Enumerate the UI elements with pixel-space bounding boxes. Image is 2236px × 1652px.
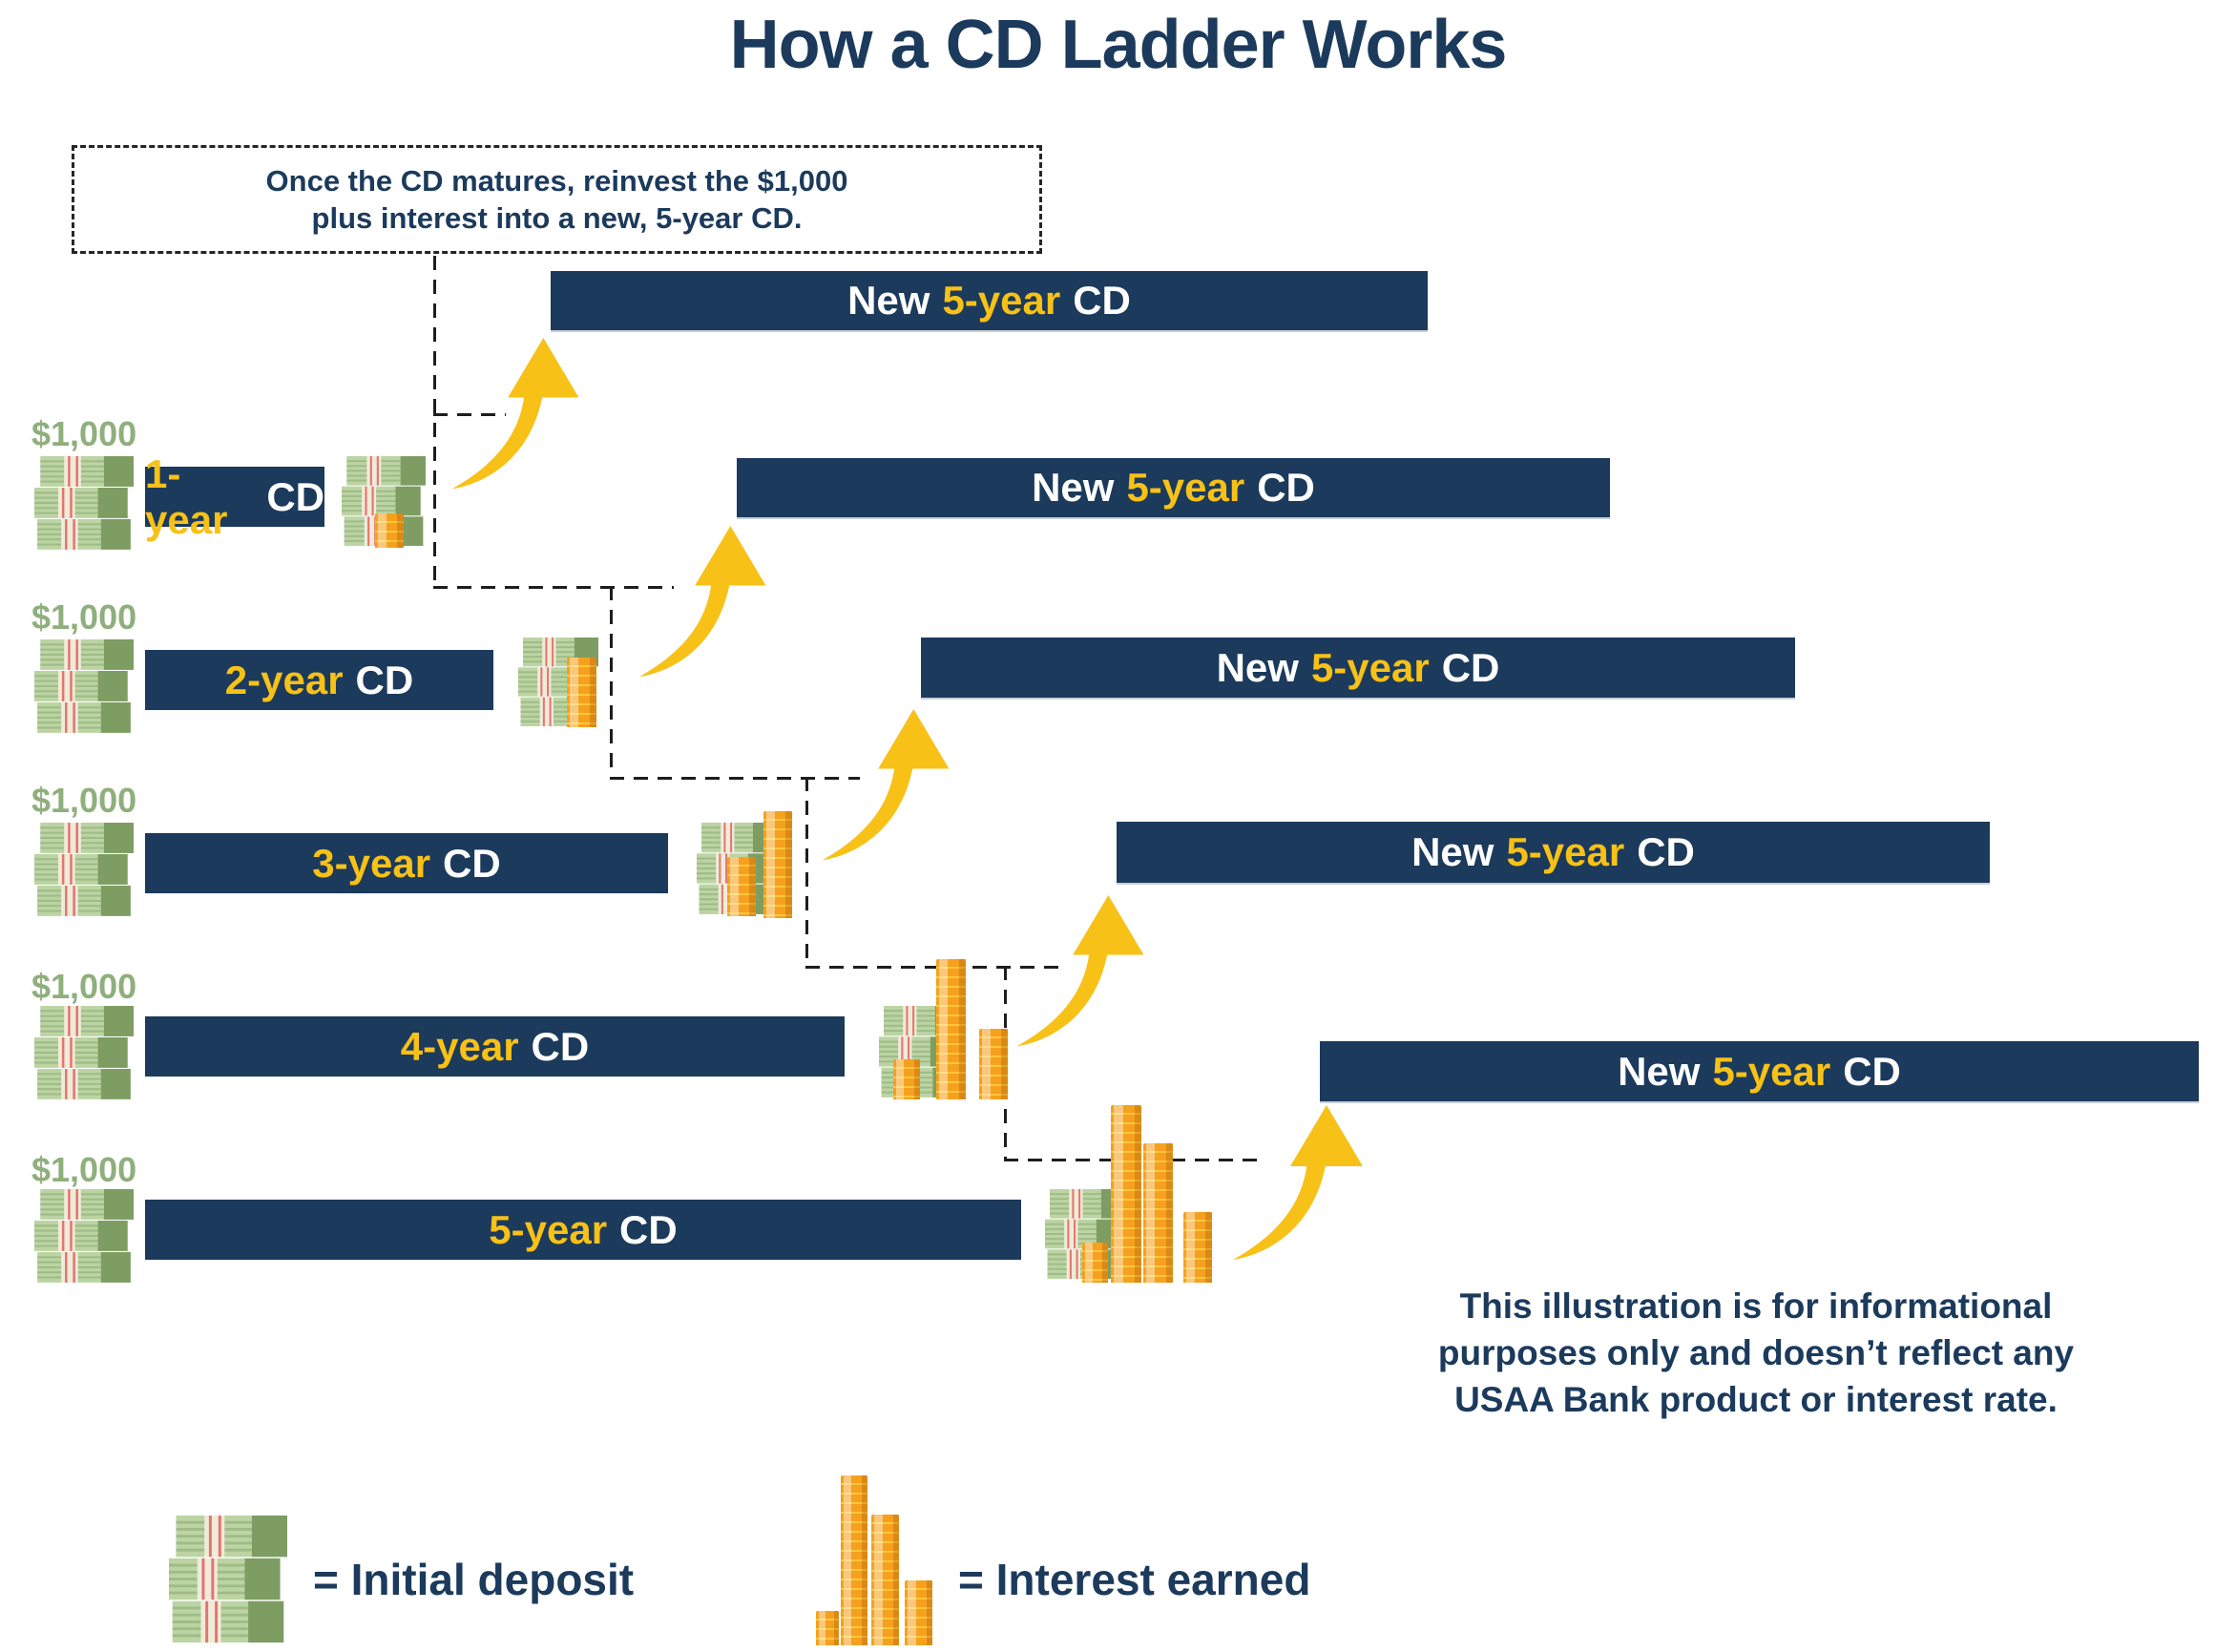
coin-stack-icon	[979, 1029, 1008, 1099]
cd-term-label: 2-year	[224, 657, 344, 702]
disclaimer-line: purposes only and doesn’t reflect any	[1437, 1333, 2075, 1372]
new-cd-bar-4: New 5-year CD	[1117, 822, 1990, 883]
dashed-connector	[433, 586, 674, 589]
new-cd-label: New	[1618, 1048, 1701, 1094]
disclaimer-line: USAA Bank product or interest rate.	[1454, 1380, 2058, 1419]
new-cd-term: 5-year	[1310, 644, 1430, 690]
coin-stack-icon	[936, 959, 966, 1099]
deposit-amount-label-3: $1,000	[31, 781, 137, 820]
new-cd-term: 5-year	[1506, 829, 1625, 874]
new-cd-suffix: CD	[1637, 829, 1695, 874]
deposit-amount-label-4: $1,000	[31, 967, 137, 1006]
new-cd-label: New	[1411, 829, 1494, 874]
legend-cash-stack-icon	[169, 1516, 287, 1645]
cd-suffix-label: CD	[355, 657, 414, 702]
cd-suffix-label: CD	[531, 1023, 590, 1069]
coin-stack-icon	[727, 857, 756, 916]
new-cd-suffix: CD	[1257, 465, 1315, 510]
deposit-amount-label-2: $1,000	[31, 597, 137, 637]
new-cd-term: 5-year	[942, 278, 1061, 323]
cd-suffix-label: CD	[443, 840, 501, 886]
coin-stack-icon	[1143, 1143, 1173, 1283]
disclaimer-line: This illustration is for informational	[1459, 1286, 2053, 1326]
callout-line: Once the CD matures, reinvest the $1,000	[265, 164, 848, 198]
new-cd-suffix: CD	[1441, 644, 1500, 690]
deposit-amount-label-1: $1,000	[31, 414, 137, 453]
cd-term-label: 1-year	[145, 450, 228, 542]
dashed-connector	[433, 413, 506, 416]
cash-stack-icon	[34, 456, 134, 552]
cash-stack-icon	[34, 1006, 134, 1101]
new-cd-suffix: CD	[1073, 278, 1131, 323]
new-cd-bar-1: New 5-year CD	[551, 271, 1428, 330]
callout-line: plus interest into a new, 5-year CD.	[311, 201, 803, 235]
cd-suffix-label: CD	[266, 473, 324, 519]
maturity-arrow-icon	[1233, 1105, 1363, 1260]
cd-bar-2: 2-year CD	[145, 650, 493, 710]
deposit-amount-label-5: $1,000	[31, 1150, 137, 1189]
coin-stack-icon	[1082, 1243, 1108, 1283]
new-cd-label: New	[847, 278, 930, 323]
disclaimer-text: This illustration is for informational p…	[1389, 1283, 2123, 1423]
dashed-connector	[610, 777, 860, 780]
dashed-connector	[433, 256, 436, 586]
cd-bar-1: 1-year CD	[145, 451, 324, 542]
maturity-arrow-icon	[822, 709, 950, 861]
new-cd-term: 5-year	[1712, 1048, 1831, 1094]
cd-bar-5: 5-year CD	[145, 1200, 1021, 1260]
legend-label-initial-deposit: = Initial deposit	[313, 1555, 635, 1604]
cash-stack-icon	[34, 1189, 134, 1285]
cd-term-label: 3-year	[312, 840, 431, 886]
new-cd-bar-3: New 5-year CD	[921, 638, 1795, 698]
new-cd-term: 5-year	[1126, 465, 1245, 510]
new-cd-label: New	[1216, 644, 1299, 690]
callout-box: Once the CD matures, reinvest the $1,000…	[72, 145, 1042, 254]
maturity-arrow-icon	[451, 338, 579, 490]
legend-coin-stack-icon	[841, 1475, 868, 1645]
coin-stack-icon	[567, 658, 596, 727]
coin-stack-icon	[763, 811, 792, 918]
cash-stack-icon	[34, 823, 134, 918]
coin-stack-icon	[893, 1059, 921, 1099]
maturity-arrow-icon	[1016, 895, 1144, 1047]
cd-bar-3: 3-year CD	[145, 833, 668, 893]
legend-coin-stack-icon	[871, 1515, 899, 1645]
coin-stack-icon	[1111, 1105, 1142, 1283]
cd-suffix-label: CD	[619, 1206, 678, 1252]
cash-stack-icon	[34, 639, 134, 735]
maturity-arrow-icon	[638, 526, 766, 678]
coin-stack-icon	[375, 513, 404, 548]
dashed-connector	[805, 966, 1059, 969]
cd-bar-4: 4-year CD	[145, 1016, 845, 1077]
cd-term-label: 4-year	[400, 1023, 519, 1069]
new-cd-label: New	[1032, 465, 1115, 510]
dashed-connector	[610, 586, 613, 779]
page-title: How a CD Ladder Works	[729, 7, 1508, 83]
new-cd-bar-2: New 5-year CD	[737, 458, 1610, 517]
legend-label-interest-earned: = Interest earned	[958, 1555, 1311, 1604]
new-cd-bar-5: New 5-year CD	[1320, 1041, 2199, 1101]
dashed-connector	[805, 777, 808, 968]
legend: = Initial deposit = Interest earned	[0, 1460, 2236, 1652]
cd-term-label: 5-year	[489, 1206, 608, 1252]
coin-stack-icon	[1183, 1212, 1212, 1283]
legend-coin-stack-icon	[905, 1580, 932, 1645]
legend-coin-stack-icon	[816, 1611, 840, 1645]
new-cd-suffix: CD	[1843, 1048, 1901, 1094]
